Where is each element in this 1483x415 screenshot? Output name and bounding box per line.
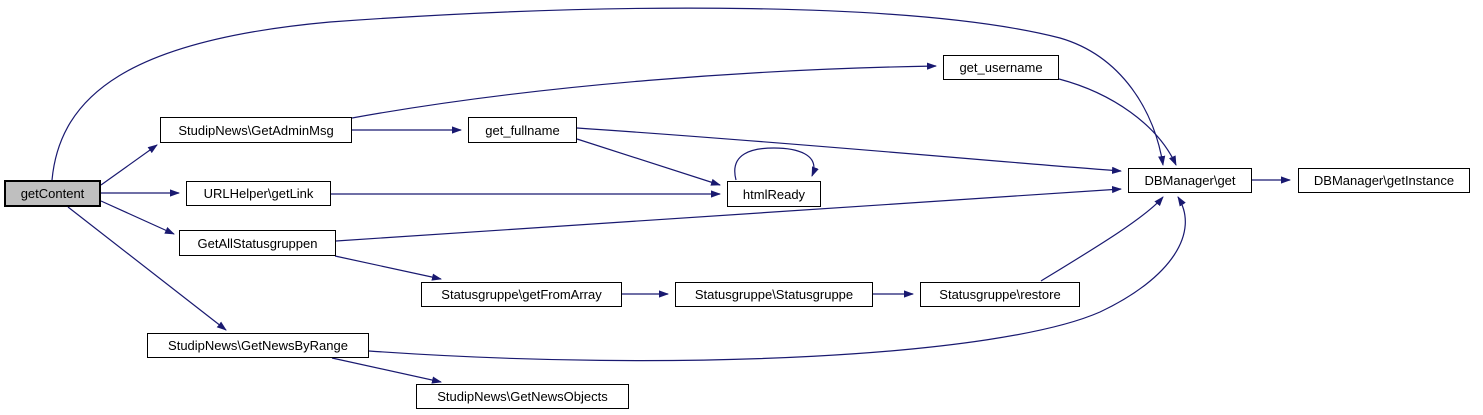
node-statusgruppe-restore[interactable]: Statusgruppe\restore <box>920 282 1080 307</box>
edge-studipnews-getnewsbyrange-to-studipnews-getnewsobjects <box>331 357 442 384</box>
node-getallstatusgruppen[interactable]: GetAllStatusgruppen <box>179 230 336 256</box>
node-label-getcontent: getContent <box>20 186 85 201</box>
node-get-username[interactable]: get_username <box>943 55 1059 80</box>
node-label-getallstatusgruppen: GetAllStatusgruppen <box>197 235 318 251</box>
node-label-studipnews-getadminmsg: StudipNews\GetAdminMsg <box>178 122 334 138</box>
node-statusgruppe-getfromarray[interactable]: Statusgruppe\getFromArray <box>421 282 622 307</box>
node-studipnews-getadminmsg[interactable]: StudipNews\GetAdminMsg <box>160 117 352 143</box>
node-label-statusgruppe-restore: Statusgruppe\restore <box>939 287 1061 302</box>
node-dbmanager-getinstance[interactable]: DBManager\getInstance <box>1298 168 1470 193</box>
edge-getcontent-to-getallstatusgruppen <box>100 200 175 235</box>
edge-studipnews-getadminmsg-to-get-username <box>351 62 937 119</box>
node-studipnews-getnewsbyrange[interactable]: StudipNews\GetNewsByRange <box>147 333 369 358</box>
edge-group <box>51 7 1291 384</box>
node-label-dbmanager-getinstance: DBManager\getInstance <box>1313 173 1455 188</box>
edge-getallstatusgruppen-to-dbmanager-get <box>335 185 1122 242</box>
node-label-dbmanager-get: DBManager\get <box>1144 173 1236 188</box>
node-label-get-username: get_username <box>959 60 1043 75</box>
node-label-htmlready: htmlReady <box>742 186 806 202</box>
node-label-get-fullname: get_fullname <box>485 122 560 138</box>
node-label-statusgruppe-getfromarray: Statusgruppe\getFromArray <box>441 287 602 302</box>
edge-studipnews-getnewsbyrange-to-dbmanager-get <box>368 196 1186 362</box>
edge-statusgruppe-restore-to-dbmanager-get <box>1040 196 1164 282</box>
edge-get-fullname-to-htmlready <box>576 138 721 186</box>
node-htmlready[interactable]: htmlReady <box>727 181 821 207</box>
node-statusgruppe-statusgruppe[interactable]: Statusgruppe\Statusgruppe <box>675 282 873 307</box>
edge-get-fullname-to-dbmanager-get <box>576 127 1122 174</box>
node-dbmanager-get[interactable]: DBManager\get <box>1128 168 1252 193</box>
node-urlhelper-getlink[interactable]: URLHelper\getLink <box>186 181 331 206</box>
edge-getcontent-to-studipnews-getadminmsg <box>100 144 158 186</box>
node-label-urlhelper-getlink: URLHelper\getLink <box>203 186 314 201</box>
edge-getcontent-to-studipnews-getnewsbyrange <box>67 206 227 331</box>
node-label-studipnews-getnewsobjects: StudipNews\GetNewsObjects <box>437 389 608 404</box>
node-label-statusgruppe-statusgruppe: Statusgruppe\Statusgruppe <box>694 287 854 302</box>
edge-getcontent-to-dbmanager-get <box>51 7 1166 181</box>
edge-htmlready-to-htmlready <box>734 147 819 181</box>
node-getcontent[interactable]: getContent <box>4 180 101 207</box>
node-studipnews-getnewsobjects[interactable]: StudipNews\GetNewsObjects <box>416 384 629 409</box>
node-get-fullname[interactable]: get_fullname <box>468 117 577 143</box>
edge-getallstatusgruppen-to-statusgruppe-getfromarray <box>334 255 442 281</box>
node-label-studipnews-getnewsbyrange: StudipNews\GetNewsByRange <box>168 338 348 353</box>
edge-get-username-to-dbmanager-get <box>1058 78 1177 166</box>
